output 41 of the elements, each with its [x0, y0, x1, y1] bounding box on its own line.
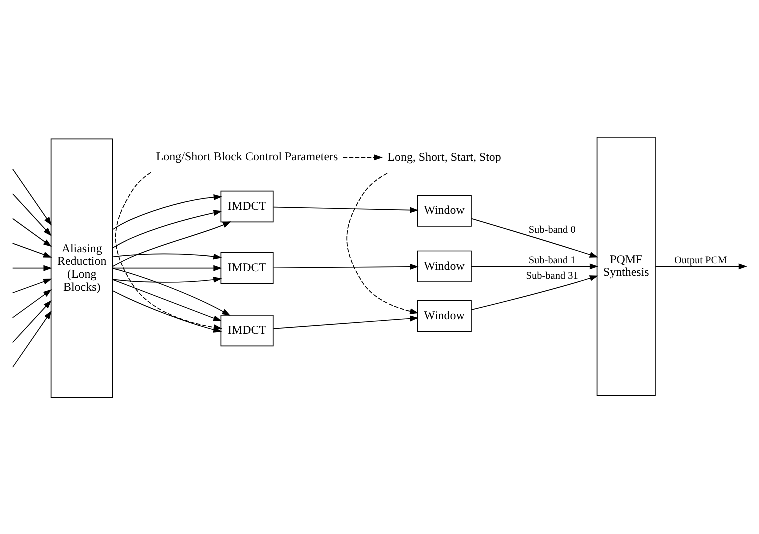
arrow — [471, 263, 599, 270]
edge-label: Sub-band 1 — [528, 255, 576, 266]
node-box: Window — [417, 300, 472, 332]
edge-label: Output PCM — [674, 255, 728, 266]
arrow — [115, 172, 222, 330]
arrow — [655, 263, 748, 270]
edge-label: Sub-band 31 — [526, 270, 578, 282]
arrow — [273, 315, 419, 329]
arrow — [112, 210, 222, 248]
node-box: IMDCT — [220, 190, 274, 222]
arrow — [112, 194, 222, 230]
arrow — [342, 154, 383, 160]
arrow — [12, 289, 52, 318]
arrow — [471, 218, 598, 258]
edge-label: Sub-band 0 — [528, 224, 576, 236]
node-box: Window — [417, 194, 472, 226]
arrow — [12, 218, 52, 247]
arrow — [273, 206, 419, 213]
arrow — [12, 168, 52, 226]
arrow — [273, 263, 419, 270]
arrow — [112, 264, 222, 271]
arrow — [112, 221, 232, 267]
node-text: Long/Short Block Control Parameters — [156, 148, 338, 163]
node-text: Long, Short, Start, Stop — [388, 150, 502, 164]
arrow — [112, 276, 222, 282]
node-box: Window — [417, 250, 472, 282]
arrow — [112, 253, 222, 260]
arrow — [12, 242, 52, 258]
node-box: Aliasing Reduction (Long Blocks) — [50, 138, 114, 398]
arrow — [12, 300, 52, 343]
arrow — [12, 264, 52, 271]
node-box: IMDCT — [220, 252, 274, 284]
node-box: PQMF Synthesis — [596, 136, 656, 396]
arrow — [12, 278, 52, 294]
arrow — [112, 268, 231, 316]
arrow — [471, 275, 598, 310]
arrow — [12, 193, 52, 236]
arrow — [12, 310, 52, 368]
arrow — [346, 172, 419, 314]
arrow — [112, 278, 222, 322]
node-box: IMDCT — [220, 314, 274, 346]
